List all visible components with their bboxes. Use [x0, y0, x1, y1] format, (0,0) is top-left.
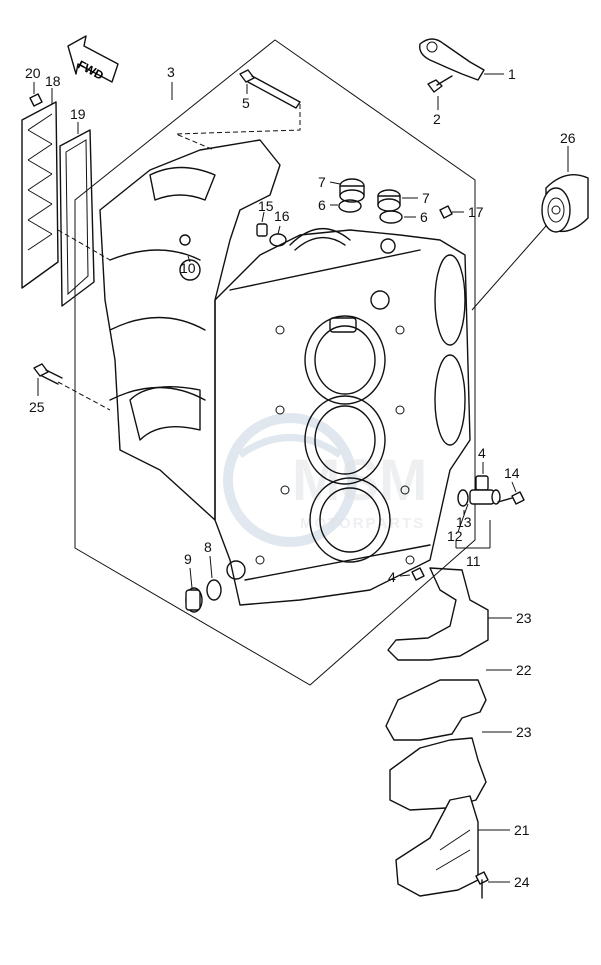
part-8-o-ring — [206, 579, 222, 601]
svg-text:15: 15 — [258, 198, 274, 214]
svg-text:17: 17 — [468, 204, 484, 220]
svg-text:11: 11 — [466, 553, 481, 569]
callout-6-left: 6 — [318, 197, 338, 213]
svg-text:4: 4 — [388, 569, 396, 585]
dash-line-cover — [57, 229, 111, 261]
callout-26: 26 — [560, 130, 576, 172]
callout-4-lower: 4 — [388, 569, 411, 585]
part-22-cover — [385, 679, 487, 741]
part-16-o-ring — [269, 233, 287, 247]
svg-text:9: 9 — [184, 551, 192, 567]
svg-text:19: 19 — [70, 106, 86, 122]
callout-14: 14 — [504, 465, 520, 493]
callout-20: 20 — [25, 65, 41, 94]
part-25-bolt — [33, 363, 63, 385]
svg-text:6: 6 — [318, 197, 326, 213]
part-19-gasket — [59, 129, 95, 307]
svg-text:14: 14 — [504, 465, 520, 481]
part-2-bolt — [427, 75, 453, 93]
dash-line-5 — [175, 104, 301, 151]
svg-text:23: 23 — [516, 724, 532, 740]
svg-text:18: 18 — [45, 73, 61, 89]
svg-text:8: 8 — [204, 539, 212, 555]
svg-text:24: 24 — [514, 874, 530, 890]
svg-text:20: 20 — [25, 65, 41, 81]
part-23-gasket-upper — [387, 567, 489, 661]
callout-4-upper: 4 — [478, 445, 486, 474]
part-7-plug-right — [377, 189, 401, 212]
part-21-cover — [395, 795, 479, 897]
part-26-oil-filter — [541, 174, 589, 233]
leader-26 — [471, 225, 547, 311]
part-6-washer-left — [338, 199, 362, 213]
part-6-washer-right — [379, 210, 403, 224]
part-13-o-ring — [457, 489, 469, 507]
svg-text:21: 21 — [514, 822, 530, 838]
callout-7-left: 7 — [318, 174, 341, 190]
part-4-plug-upper — [475, 475, 489, 491]
part-18-cover-plate — [21, 101, 59, 289]
callout-22: 22 — [486, 662, 532, 678]
svg-text:25: 25 — [29, 399, 45, 415]
svg-text:7: 7 — [318, 174, 326, 190]
callout-6-right: 6 — [404, 209, 428, 225]
svg-text:10: 10 — [180, 260, 196, 276]
part-1-bracket — [419, 38, 485, 81]
part-5-bolt — [239, 69, 301, 109]
callout-8: 8 — [204, 539, 213, 579]
svg-text:2: 2 — [433, 111, 441, 127]
callout-17: 17 — [452, 204, 484, 220]
callout-25: 25 — [29, 378, 45, 415]
callout-19: 19 — [70, 106, 86, 134]
svg-text:3: 3 — [167, 64, 175, 80]
svg-text:13: 13 — [456, 514, 472, 530]
svg-text:22: 22 — [516, 662, 532, 678]
callout-5: 5 — [242, 84, 250, 111]
callout-16: 16 — [274, 208, 290, 235]
svg-text:26: 26 — [560, 130, 576, 146]
callout-21: 21 — [478, 822, 530, 838]
part-23-gasket-lower — [389, 737, 487, 811]
dash-line-25 — [57, 381, 111, 411]
callout-23-upper: 23 — [488, 610, 532, 626]
watermark-subtitle: MOTORPARTS — [300, 515, 425, 532]
svg-text:4: 4 — [478, 445, 486, 461]
callout-1: 1 — [484, 66, 516, 82]
svg-text:16: 16 — [274, 208, 290, 224]
part-4-plug-lower — [411, 567, 425, 581]
callout-18: 18 — [45, 73, 61, 104]
callout-23-lower: 23 — [482, 724, 532, 740]
svg-text:12: 12 — [447, 528, 463, 544]
part-20-bolt — [29, 93, 43, 107]
part-17-plug — [439, 205, 453, 219]
callout-15: 15 — [258, 198, 274, 223]
part-14-bolt — [497, 491, 525, 505]
part-15-dowel — [256, 223, 268, 237]
callout-11: 11 — [455, 520, 491, 569]
callout-2: 2 — [433, 96, 441, 127]
cylinder-block — [99, 139, 471, 606]
svg-text:6: 6 — [420, 209, 428, 225]
svg-text:5: 5 — [242, 95, 250, 111]
fwd-arrow-icon: FWD — [67, 35, 119, 83]
svg-text:23: 23 — [516, 610, 532, 626]
svg-text:1: 1 — [508, 66, 516, 82]
part-7-plug-left — [339, 178, 365, 203]
callout-7-right: 7 — [402, 190, 430, 206]
callout-12: 12 — [447, 503, 469, 544]
part-24-bolt — [475, 871, 489, 899]
assembly-outline — [74, 39, 476, 686]
callout-10: 10 — [180, 255, 196, 276]
part-12-sensor — [469, 489, 501, 505]
callout-24: 24 — [488, 874, 530, 890]
callout-13: 13 — [456, 510, 472, 530]
part-9-plug — [185, 587, 203, 613]
callout-9: 9 — [184, 551, 193, 589]
callout-3: 3 — [167, 64, 175, 100]
svg-text:7: 7 — [422, 190, 430, 206]
